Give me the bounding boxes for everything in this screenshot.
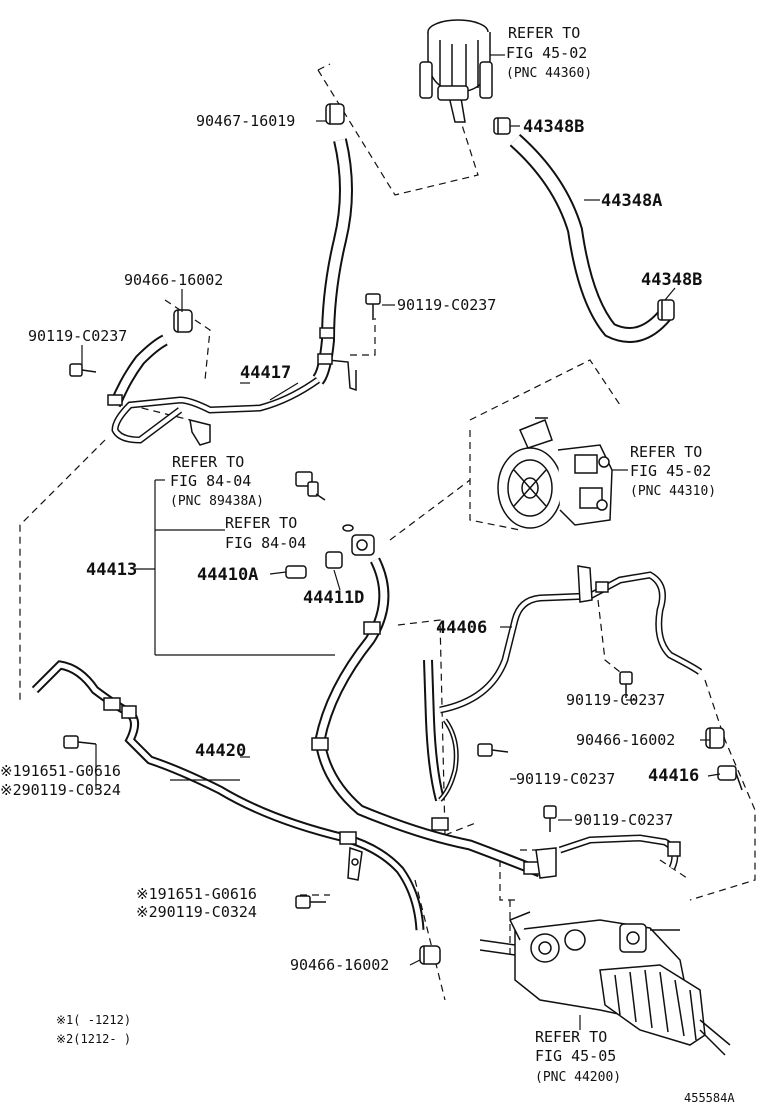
reservoir: [419, 19, 493, 123]
union-44410a: [285, 565, 307, 579]
switch-44410a: [295, 471, 326, 501]
label-44411d: 44411D: [303, 588, 364, 608]
label-90119-e: 90119-C0237: [574, 811, 673, 829]
clamp-90467: [325, 103, 345, 125]
clamp-90466-top: [173, 309, 193, 333]
label-44348b-mid: 44348B: [641, 270, 702, 290]
label-44410a: 44410A: [197, 565, 258, 585]
label-90467: 90467-16019: [196, 112, 295, 130]
label-44416: 44416: [648, 766, 699, 786]
label-90119-c: 90119-C0237: [566, 691, 665, 709]
gasket-icon: [325, 551, 343, 569]
label-star1-a: ※191651-G0616: [0, 762, 121, 780]
bolt-icon-b: [69, 363, 97, 377]
bolt-icon-g: [295, 895, 326, 909]
union-44416: [717, 765, 743, 791]
label-figure-id: 455584A: [684, 1091, 735, 1105]
label-44413: 44413: [86, 560, 137, 580]
label-44406: 44406: [436, 618, 487, 638]
clamp-90466-bottom: [419, 945, 441, 965]
label-rack-ref-3: (PNC 44200): [535, 1070, 621, 1085]
bolt-icon-a: [365, 293, 381, 320]
leader-lines: [81, 120, 721, 1030]
label-44348b-top: 44348B: [523, 117, 584, 137]
label-switch-ref-2: FIG 84-04: [170, 472, 251, 490]
bracket-44406: [577, 565, 609, 603]
label-switch-ref-3: (PNC 89438A): [170, 494, 264, 509]
label-90466-top: 90466-16002: [124, 271, 223, 289]
label-star2-a: ※290119-C0324: [0, 781, 121, 799]
labels: REFER TO FIG 45-02 (PNC 44360) 90467-160…: [0, 24, 735, 1105]
label-44348a: 44348A: [601, 191, 662, 211]
label-pump-ref-3: (PNC 44310): [630, 484, 716, 499]
label-switch2-ref-1: REFER TO: [225, 514, 297, 532]
label-note-2: ※2(1212- ): [56, 1032, 131, 1046]
label-pump-ref-2: FIG 45-02: [630, 462, 711, 480]
label-star1-b: ※191651-G0616: [136, 885, 257, 903]
label-pump-ref-1: REFER TO: [630, 443, 702, 461]
bolt-icon-e: [543, 805, 557, 832]
clamp-44348b-top: [493, 117, 511, 135]
clamp-90466-mid: [705, 727, 725, 749]
label-star2-b: ※290119-C0324: [136, 903, 257, 921]
label-44417: 44417: [240, 363, 291, 383]
label-note-1: ※1( -1212): [56, 1013, 131, 1027]
steering-rack: [479, 911, 731, 1056]
gasket-44411d: [342, 524, 375, 556]
label-reservoir-ref-3: (PNC 44360): [506, 66, 592, 81]
power-steering-pump: [497, 417, 613, 529]
label-90466-bottom: 90466-16002: [290, 956, 389, 974]
label-switch-ref-1: REFER TO: [172, 453, 244, 471]
label-90466-mid: 90466-16002: [576, 731, 675, 749]
bolt-icon-f: [63, 735, 97, 749]
label-90119-b: 90119-C0237: [397, 296, 496, 314]
label-reservoir-ref-2: FIG 45-02: [506, 44, 587, 62]
label-90119-a: 90119-C0237: [28, 327, 127, 345]
clamp-44348b-mid: [657, 299, 675, 321]
label-rack-ref-1: REFER TO: [535, 1028, 607, 1046]
bolt-icon-d: [477, 743, 509, 757]
label-reservoir-ref-1: REFER TO: [508, 24, 580, 42]
dashed-leaders: [19, 63, 756, 1001]
bracket-44417: [107, 327, 357, 446]
label-switch2-ref-2: FIG 84-04: [225, 534, 306, 552]
label-44420: 44420: [195, 741, 246, 761]
bolt-icon-c: [619, 671, 633, 698]
label-rack-ref-2: FIG 45-05: [535, 1047, 616, 1065]
label-90119-d: 90119-C0237: [516, 770, 615, 788]
